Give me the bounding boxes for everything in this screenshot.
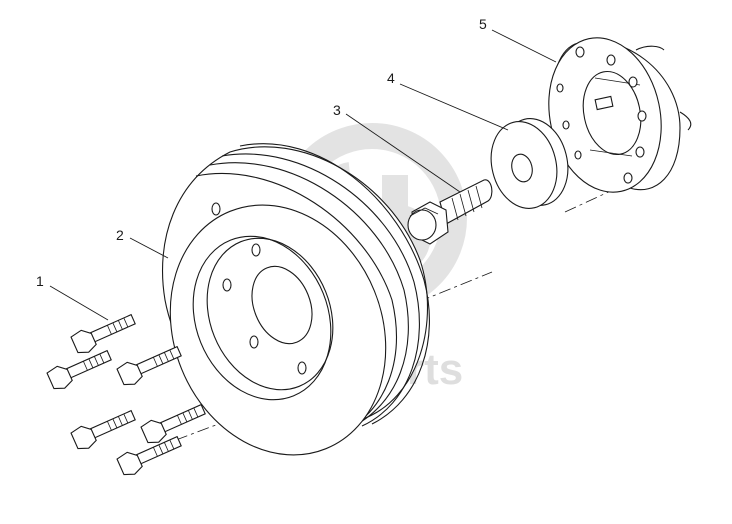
callout-2: 2 — [116, 227, 124, 243]
bolt-1f — [116, 435, 182, 476]
bolt-1a — [70, 313, 136, 354]
bolt-1d — [70, 409, 136, 450]
callout-3: 3 — [333, 102, 341, 118]
bolt-1e — [140, 403, 206, 444]
leader-lines — [49, 29, 557, 321]
part-5-flange-hub — [548, 37, 692, 193]
leader-4 — [399, 83, 509, 131]
callout-5: 5 — [479, 16, 487, 32]
part-1-bolts — [46, 313, 206, 476]
leader-3 — [345, 113, 461, 193]
part-2-pulley — [162, 143, 430, 456]
callout-4: 4 — [387, 70, 395, 86]
part-3-center-bolt — [407, 179, 493, 245]
leader-5 — [491, 29, 557, 63]
leader-1 — [49, 285, 109, 321]
bolt-1c — [116, 345, 182, 386]
bolt-1b — [46, 349, 112, 390]
part-4-washer — [490, 118, 569, 209]
leader-2 — [129, 237, 169, 259]
callout-1: 1 — [36, 273, 44, 289]
